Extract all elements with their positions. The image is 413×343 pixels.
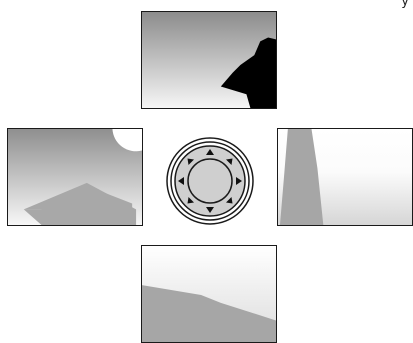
view-bottom-image bbox=[142, 246, 276, 342]
view-panel-left[interactable] bbox=[7, 128, 143, 226]
navigation-dial[interactable] bbox=[165, 136, 255, 226]
view-left-image bbox=[8, 129, 142, 225]
view-panel-bottom[interactable] bbox=[141, 245, 277, 343]
center-button[interactable] bbox=[188, 159, 232, 203]
view-panel-right[interactable] bbox=[277, 128, 413, 226]
view-right-image bbox=[278, 129, 412, 225]
corner-text: y bbox=[401, 0, 409, 9]
view-panel-top[interactable] bbox=[141, 11, 277, 109]
view-top-image bbox=[142, 12, 276, 108]
